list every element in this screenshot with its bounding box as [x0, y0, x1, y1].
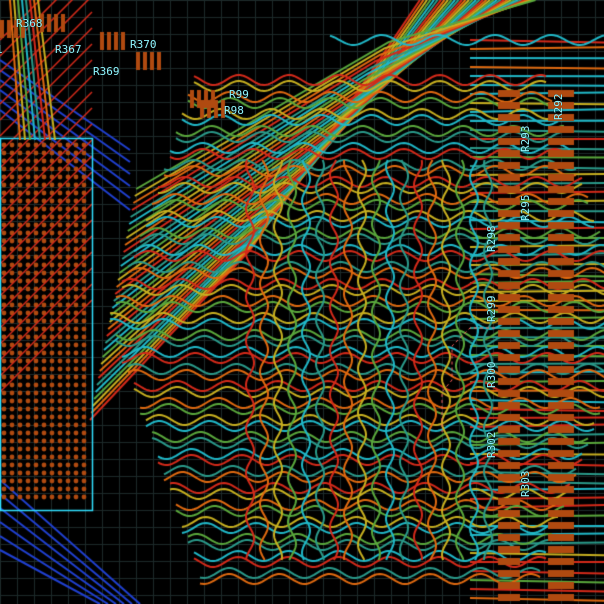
designator-r299[interactable]: R299 [485, 295, 498, 323]
designator-r292[interactable]: R292 [552, 93, 565, 121]
designator-r370[interactable]: R370 [130, 38, 157, 51]
designator-r369[interactable]: R369 [93, 65, 120, 78]
designator-r368[interactable]: R368 [16, 17, 43, 30]
designator-r293[interactable]: R293 [519, 125, 532, 153]
designator-r99[interactable]: R99 [229, 88, 249, 101]
designator-r300[interactable]: R300 [485, 361, 498, 389]
designator-r295[interactable]: R295 [519, 194, 532, 222]
designator-fragment-left: 1 [0, 44, 3, 55]
designator-r98[interactable]: R98 [224, 104, 244, 117]
designator-r303[interactable]: R303 [519, 470, 532, 498]
designator-r302[interactable]: R302 [485, 431, 498, 459]
designator-r298[interactable]: R298 [485, 225, 498, 253]
designator-r367[interactable]: R367 [55, 43, 82, 56]
